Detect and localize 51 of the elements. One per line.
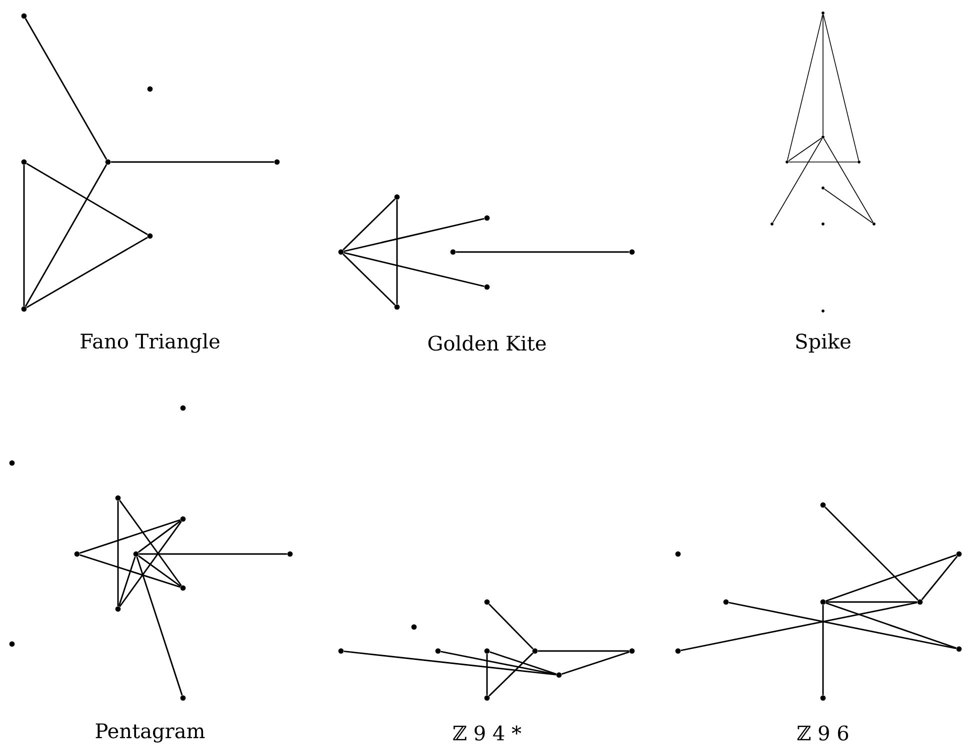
line <box>787 14 823 161</box>
line <box>824 188 873 224</box>
line <box>728 602 956 650</box>
line <box>921 556 958 600</box>
line <box>26 236 148 308</box>
line <box>80 554 180 588</box>
line <box>486 654 488 696</box>
caption: Golden Kite <box>428 335 546 351</box>
line <box>80 519 180 554</box>
line <box>342 254 396 306</box>
line <box>822 14 824 136</box>
line <box>562 651 630 675</box>
line <box>826 554 956 602</box>
line <box>826 601 918 603</box>
line <box>24 18 108 160</box>
line <box>344 650 556 676</box>
line <box>826 602 956 649</box>
caption: Spike <box>796 333 850 353</box>
line <box>118 556 136 606</box>
line <box>23 164 25 306</box>
line <box>824 506 918 600</box>
line <box>456 251 630 253</box>
line <box>119 520 182 608</box>
line <box>136 556 183 696</box>
line <box>396 200 398 304</box>
caption: ℤ 9 4 * <box>453 725 522 741</box>
line <box>488 652 534 696</box>
line <box>490 651 556 675</box>
line <box>138 553 288 555</box>
line <box>119 500 182 586</box>
line <box>138 520 182 553</box>
line <box>110 161 274 163</box>
line <box>117 500 119 606</box>
line <box>788 138 822 162</box>
line <box>26 162 148 236</box>
line <box>344 252 484 288</box>
line <box>342 198 396 250</box>
line <box>680 602 918 652</box>
line <box>772 138 823 223</box>
line <box>822 604 824 696</box>
line <box>24 164 108 307</box>
caption: Fano Triangle <box>80 333 220 353</box>
line <box>823 14 859 161</box>
line <box>538 650 630 652</box>
line <box>488 604 534 650</box>
line <box>440 650 556 676</box>
line <box>138 555 182 587</box>
line <box>823 138 874 223</box>
line <box>344 218 484 252</box>
caption: ℤ 9 6 <box>797 725 848 741</box>
caption: Pentagram <box>96 724 205 742</box>
